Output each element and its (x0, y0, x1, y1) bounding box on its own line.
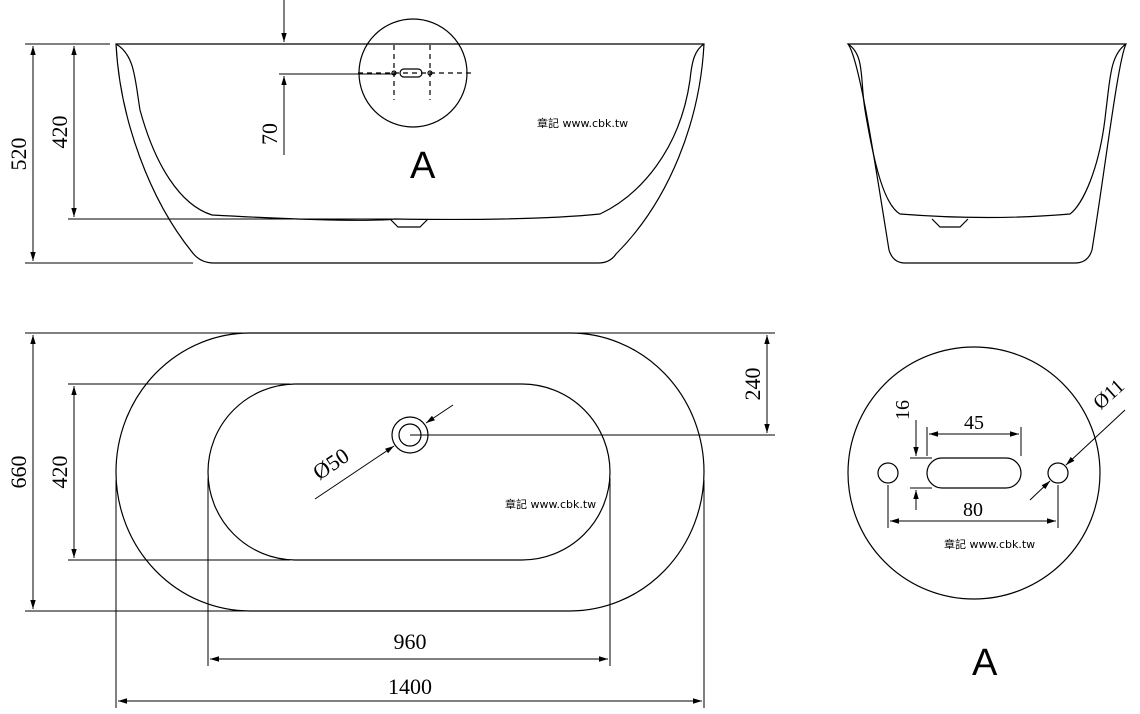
dim-660-label: 660 (6, 456, 31, 489)
dim-520-label: 520 (6, 138, 31, 171)
tub-inner-profile (115, 43, 705, 221)
detail-hole-right (1047, 462, 1069, 484)
dim-420-side-label: 420 (47, 116, 72, 149)
overflow-slot (399, 68, 423, 78)
end-outer-profile (846, 43, 1127, 264)
dim-11-arrow-upper (1065, 409, 1126, 466)
plan-inner-basin (207, 383, 611, 561)
plan-view: Ø50 660 420 240 960 1400 章記 www.cbk.tw (6, 332, 775, 708)
dim-80-label: 80 (963, 499, 983, 521)
end-inner-profile (847, 43, 1127, 219)
detail-slot (926, 457, 1022, 489)
detail-a-view: 45 16 80 Ø11 章記 www.cbk.tw A (847, 346, 1129, 684)
dim-11-label: Ø11 (1089, 375, 1129, 414)
dim-1400-label: 1400 (388, 674, 432, 699)
hole-right (427, 70, 433, 76)
detail-a-circle (847, 346, 1101, 600)
detail-hole-left (877, 462, 899, 484)
detail-label-a-side: A (410, 145, 436, 187)
detail-label-a: A (972, 642, 998, 684)
watermark-plan: 章記 www.cbk.tw (505, 497, 596, 511)
dim-240-label: 240 (740, 368, 765, 401)
dim-50-arrow-upper (425, 404, 454, 424)
hole-left (391, 70, 397, 76)
dim-50-arrow-lower (314, 445, 395, 500)
dim-16-label: 16 (892, 400, 914, 420)
watermark-side: 章記 www.cbk.tw (537, 116, 628, 130)
dim-420-plan-label: 420 (47, 456, 72, 489)
side-view: 520 420 70 A 章記 www.cbk.tw (6, 0, 705, 264)
dim-70-label: 70 (257, 123, 282, 145)
tub-outer-profile (115, 43, 705, 264)
end-view (846, 43, 1127, 264)
dim-960-label: 960 (394, 629, 427, 654)
drain-inner-ring (398, 423, 422, 447)
dim-50-label: Ø50 (308, 443, 353, 485)
dim-11-arrow-lower (1029, 480, 1051, 501)
drain-outer-ring (391, 416, 429, 454)
end-drain (931, 218, 969, 228)
plan-outer-rim (115, 332, 705, 612)
dim-45-label: 45 (964, 412, 984, 434)
watermark-detail: 章記 www.cbk.tw (944, 537, 1035, 551)
drain-outlet (389, 218, 429, 228)
